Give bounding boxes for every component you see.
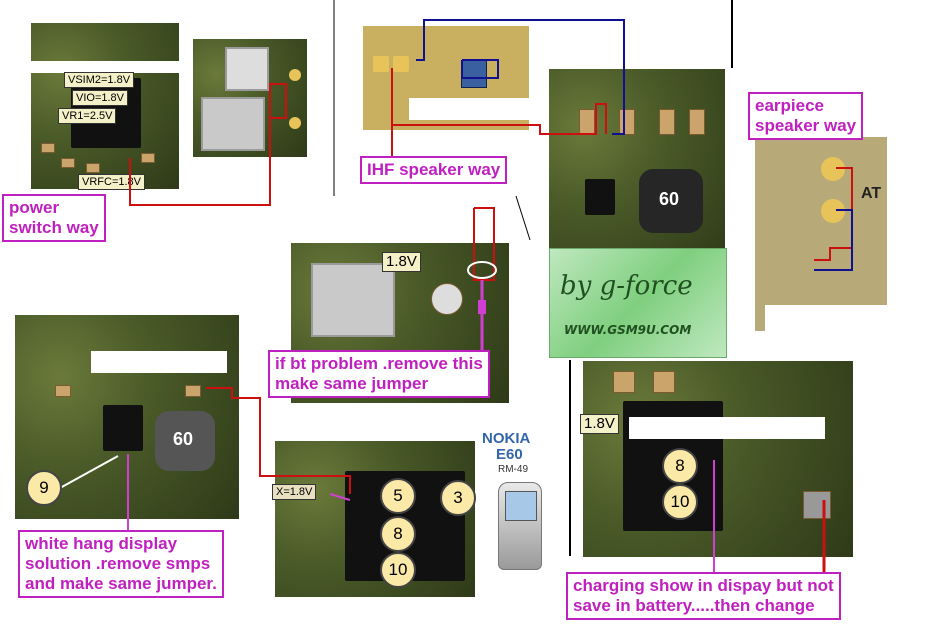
bt-component [431, 283, 463, 315]
inductor-60: 60 [155, 411, 215, 471]
smd-component [619, 109, 635, 135]
inductor-label: 60 [659, 189, 680, 209]
phone-body [498, 482, 542, 570]
pin-3: 3 [440, 480, 476, 516]
panel-power-switch [192, 38, 308, 158]
switch-pad [289, 117, 301, 129]
voltage-bt: 1.8V [382, 252, 421, 272]
switch-pad [289, 69, 301, 81]
stamp-line1: by g-force [560, 271, 693, 301]
smd-component [61, 158, 75, 168]
shield-can [201, 97, 265, 151]
author-stamp: by g-force WWW.GSM9U.COM [549, 248, 727, 358]
smd-component [689, 109, 705, 135]
smd-component [653, 371, 675, 393]
masked-area [31, 61, 179, 73]
ihf-pad [373, 56, 389, 72]
phone-model: E60 [496, 446, 523, 463]
ihf-pad [393, 56, 409, 72]
nokia-e60-photo: NOKIA E60 RM-49 [474, 430, 554, 572]
label-earpiece: earpiece speaker way [748, 92, 864, 140]
label-ihf-speaker: IHF speaker way [360, 156, 508, 184]
inductor-60: 60 [639, 169, 703, 233]
pin-8-center: 8 [380, 516, 416, 552]
voltage-vr1: VR1=2.5V [58, 108, 117, 124]
smd-component [613, 371, 635, 393]
panel-earpiece: AT [754, 136, 888, 332]
pin-10-right: 10 [662, 484, 698, 520]
smd-component [41, 143, 55, 153]
label-charging: charging show in dispay but not save in … [566, 572, 841, 620]
smd-component [185, 385, 201, 397]
masked-area [91, 351, 227, 373]
panel-charging-right [582, 360, 854, 558]
smd-component [803, 491, 831, 519]
display-ic [103, 405, 143, 451]
chip-marking: AT [861, 185, 882, 202]
masked-area [629, 417, 825, 439]
voltage-vio: VIO=1.8V [72, 90, 129, 106]
smd-component [86, 163, 100, 173]
voltage-x: X=1.8V [272, 484, 317, 500]
panel-smps-top: 60 [548, 68, 726, 268]
panel-power-area [30, 22, 180, 190]
voltage-right: 1.8V [580, 414, 619, 434]
phone-screen [505, 491, 537, 521]
masked-area [765, 305, 887, 331]
power-switch [225, 47, 269, 91]
phone-brand: NOKIA [482, 430, 531, 447]
smps-ic [585, 179, 615, 215]
pin-8-right: 8 [662, 448, 698, 484]
label-white-hang: white hang display solution .remove smps… [18, 530, 224, 598]
masked-area [409, 98, 529, 120]
voltage-vsim2: VSIM2=1.8V [64, 72, 135, 88]
smd-component [55, 385, 71, 397]
label-power-switch: power switch way [2, 194, 106, 242]
pin-9: 9 [26, 470, 62, 506]
stamp-line2: WWW.GSM9U.COM [564, 323, 692, 337]
panel-ihf-speaker [362, 25, 530, 131]
phone-code: RM-49 [498, 464, 529, 475]
earpiece-pad [821, 157, 845, 181]
bt-shield [311, 263, 395, 337]
panel-charger-center [274, 440, 476, 598]
voltage-vrfc: VRFC=1.8V [78, 174, 145, 190]
ihf-capacitor [461, 60, 487, 88]
smd-component [141, 153, 155, 163]
pin-5: 5 [380, 478, 416, 514]
smd-component [659, 109, 675, 135]
inductor-label: 60 [173, 429, 194, 449]
pin-10-center: 10 [380, 552, 416, 588]
label-bt-problem: if bt problem .remove this make same jum… [268, 350, 490, 398]
earpiece-pad [821, 199, 845, 223]
smd-component [579, 109, 595, 135]
divider [515, 195, 531, 241]
